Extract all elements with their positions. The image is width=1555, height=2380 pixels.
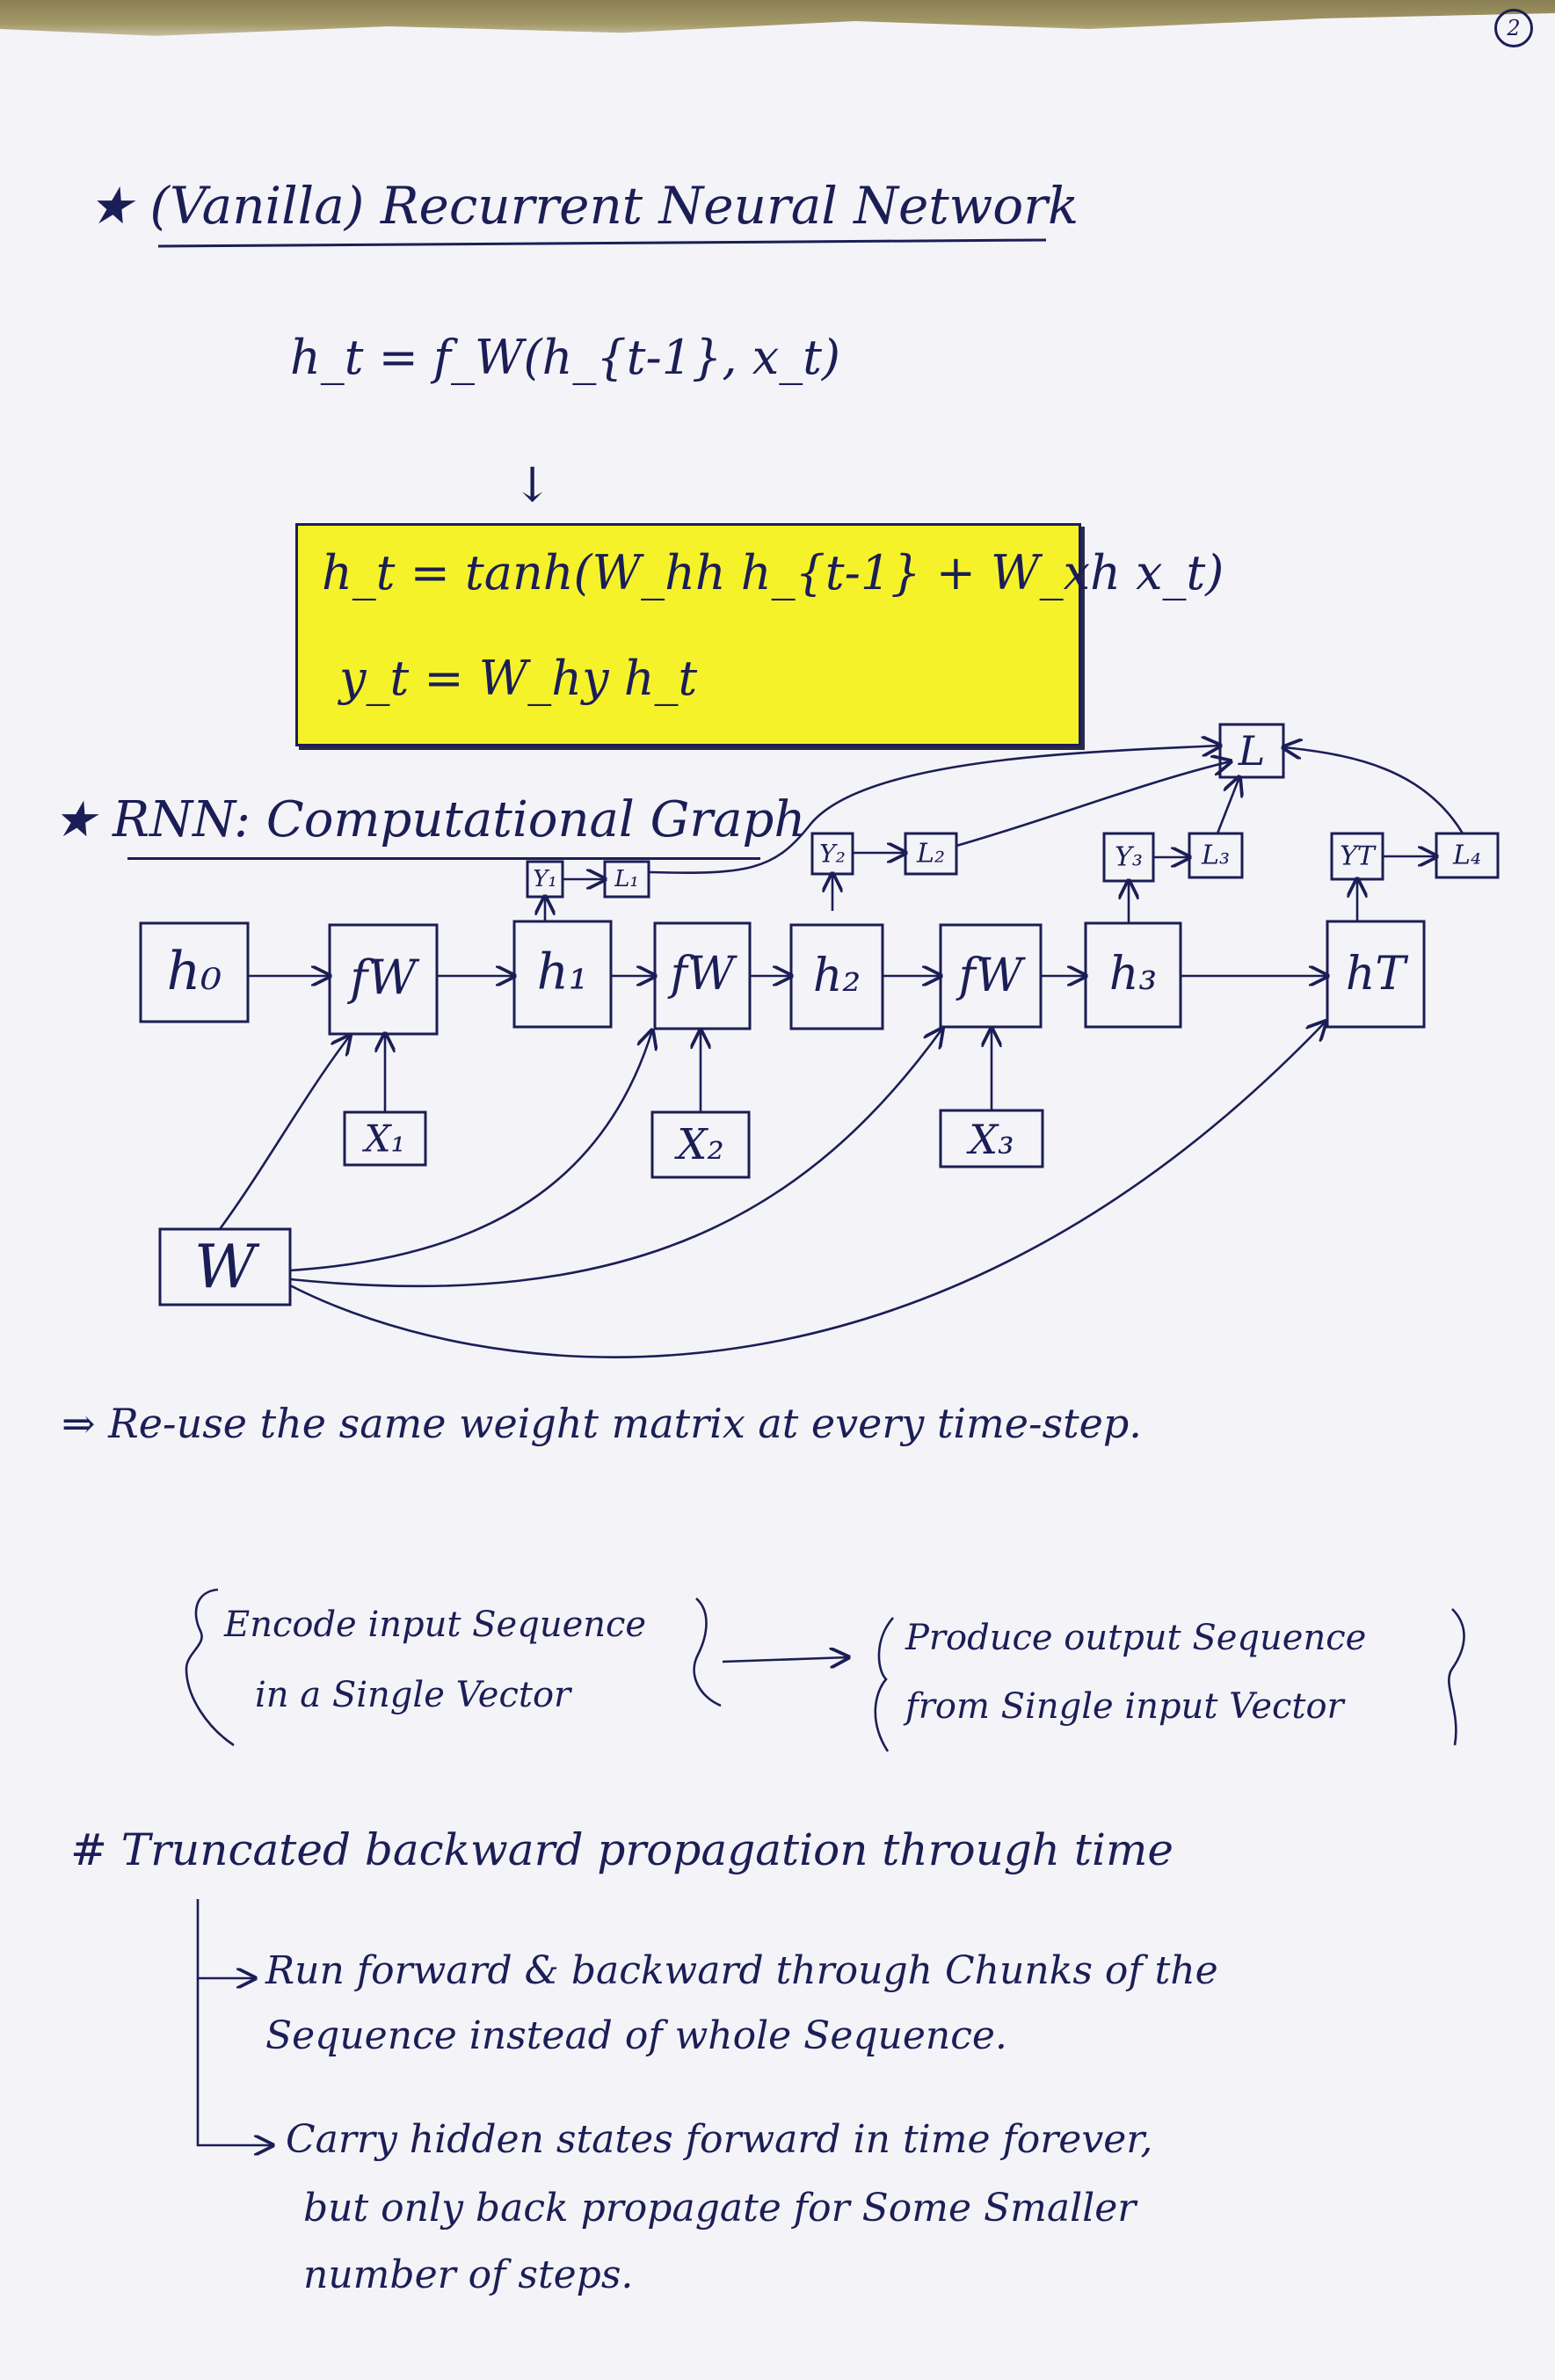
y1-label: Y₁	[533, 866, 557, 892]
fw-label-1: fW	[346, 950, 420, 1006]
y3-label: Y₃	[1115, 842, 1143, 873]
output-equation: y_t = W_hy h_t	[339, 651, 698, 706]
h2-label: h₂	[813, 950, 861, 1002]
encoder-line-1: Encode input Sequence	[224, 1605, 647, 1645]
page-title: ★ (Vanilla) Recurrent Neural Network	[88, 176, 1079, 236]
h3-label: h₃	[1109, 948, 1157, 1001]
graph-section-underline	[127, 857, 760, 860]
page-number: 2	[1494, 9, 1533, 47]
truncated-point-1-line-2: Sequence instead of whole Sequence.	[265, 2013, 1007, 2058]
l2-label: L₂	[916, 839, 945, 870]
l4-label: L₄	[1452, 841, 1481, 871]
w-box	[158, 1227, 292, 1306]
x2-label: X₂	[673, 1120, 723, 1169]
h1-label: h₁	[537, 944, 589, 1001]
decoder-line-2: from Single input Vector	[905, 1686, 1344, 1727]
fw-label-2: fW	[667, 948, 738, 1001]
total-loss-label: L	[1238, 727, 1266, 775]
l3-label: L₃	[1201, 841, 1230, 871]
truncated-point-2-line-2: but only back propagate for Some Smaller	[303, 2186, 1137, 2231]
yT-label: YT	[1340, 841, 1377, 872]
truncated-bptt-heading: # Truncated backward propagation through…	[70, 1824, 1174, 1875]
l1-label: L₁	[614, 866, 639, 892]
truncated-point-2-line-3: number of steps.	[303, 2253, 634, 2297]
highlighted-equation-box	[295, 523, 1081, 746]
y2-label: Y₂	[819, 840, 846, 869]
w-label: W	[194, 1234, 260, 1303]
general-recurrence-equation: h_t = f_W(h_{t-1}, x_t)	[290, 330, 840, 385]
down-arrow-icon: ↓	[512, 457, 553, 513]
weight-reuse-note: ⇒ Re-use the same weight matrix at every…	[62, 1400, 1142, 1447]
h0-box	[139, 921, 250, 1023]
x1-label: X₁	[362, 1117, 406, 1161]
encoder-line-2: in a Single Vector	[255, 1675, 571, 1715]
hT-label: hT	[1346, 948, 1408, 1001]
graph-section-title: ★ RNN: Computational Graph	[53, 791, 806, 848]
hidden-state-equation: h_t = tanh(W_hh h_{t-1} + W_xh x_t)	[322, 545, 1224, 600]
truncated-point-1-line-1: Run forward & backward through Chunks of…	[265, 1948, 1218, 1993]
decoder-line-1: Produce output Sequence	[905, 1618, 1367, 1658]
x3-label: X₃	[966, 1116, 1014, 1163]
truncated-point-2-line-1: Carry hidden states forward in time fore…	[286, 2117, 1153, 2162]
fw-label-3: fW	[956, 950, 1026, 1002]
h0-label: h₀	[167, 941, 222, 1002]
